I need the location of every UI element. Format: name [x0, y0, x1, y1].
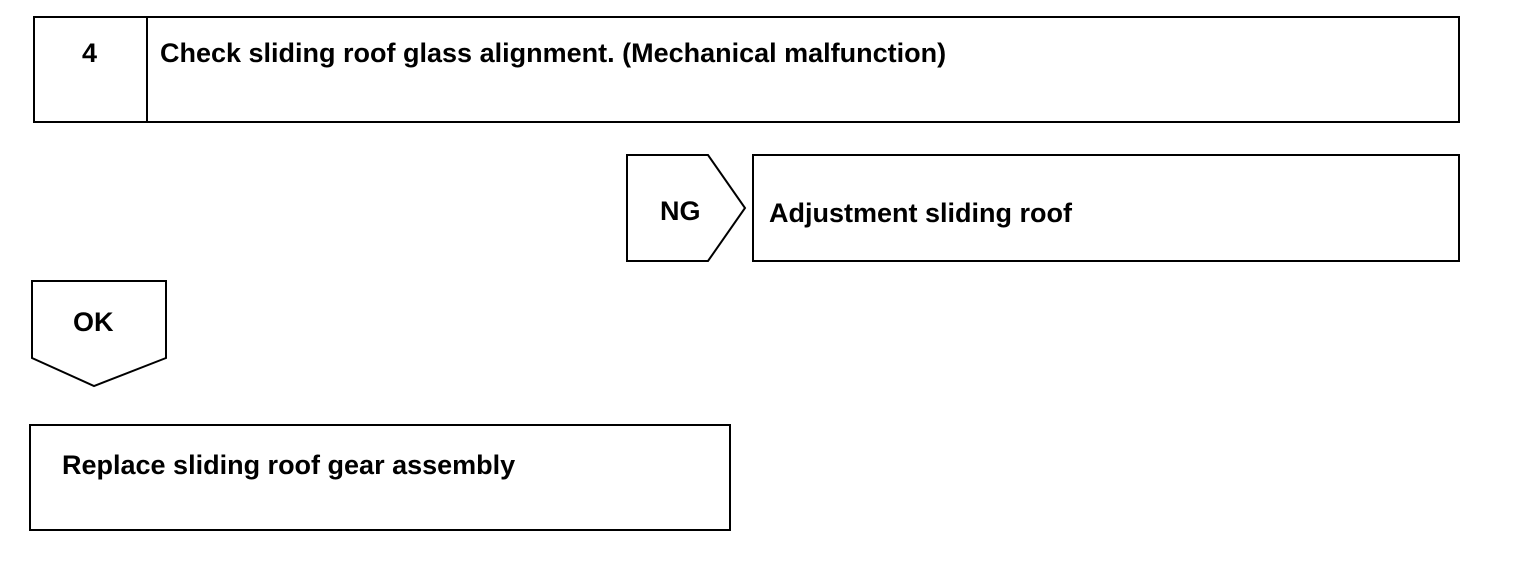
ng-action-box: Adjustment sliding roof [752, 154, 1460, 262]
step-header-box: 4 Check sliding roof glass alignment. (M… [33, 16, 1460, 123]
ok-action-box: Replace sliding roof gear assembly [29, 424, 731, 531]
ok-arrow-tag [31, 280, 167, 388]
step-title: Check sliding roof glass alignment. (Mec… [160, 38, 947, 68]
ok-action-text: Replace sliding roof gear assembly [62, 450, 516, 480]
ok-label: OK [73, 307, 114, 337]
ng-label: NG [660, 196, 701, 226]
ng-action-text: Adjustment sliding roof [769, 198, 1072, 228]
ng-arrow-tag [626, 154, 747, 262]
step-number-divider [146, 18, 148, 121]
step-number: 4 [82, 38, 98, 68]
